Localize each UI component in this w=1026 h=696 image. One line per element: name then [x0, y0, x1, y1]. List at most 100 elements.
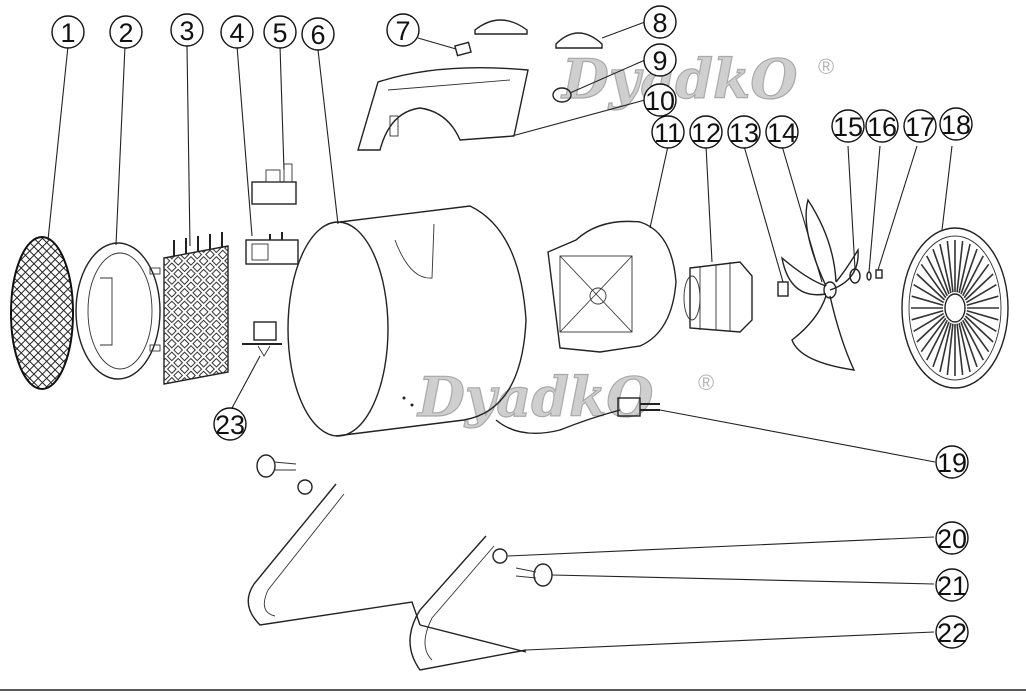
part-20-washer-right [492, 548, 508, 564]
callout-label: 11 [654, 118, 682, 148]
callout-label: 20 [937, 524, 967, 554]
callout-circle [939, 107, 973, 141]
callout-16: 16 [865, 109, 899, 143]
callout-1: 1 [51, 15, 85, 49]
grille-spoke [916, 315, 946, 343]
callout-23: 23 [213, 407, 247, 441]
grille-spoke [966, 295, 999, 306]
callout-label: 13 [729, 118, 759, 148]
grille-spoke [964, 273, 994, 301]
grille-spoke [958, 243, 971, 294]
watermark-registered-mark: ® [818, 54, 834, 79]
grille-spoke [926, 255, 948, 297]
part-17-nut [875, 269, 883, 279]
grille-spoke [956, 240, 964, 293]
callout-circle [689, 115, 723, 149]
callout-12: 12 [689, 115, 723, 149]
callout-17: 17 [903, 109, 937, 143]
grille-spoke [962, 319, 984, 361]
part-18-rear-grille [901, 227, 1009, 389]
watermark-text: DyadkO [416, 365, 653, 429]
part-4-switch [245, 232, 299, 265]
grille-spoke [966, 310, 999, 321]
part-1-mesh-grille [10, 236, 74, 390]
callout-18: 18 [939, 107, 973, 141]
callout-circle [865, 109, 899, 143]
callout-circle [903, 109, 937, 143]
callout-3: 3 [170, 13, 204, 47]
part-21-stand-screw-right [515, 563, 553, 587]
grille-spoke [932, 248, 950, 295]
callout-13: 13 [727, 115, 761, 149]
callout-label: 15 [833, 112, 863, 142]
callout-label: 18 [941, 110, 971, 140]
callout-22: 22 [935, 615, 969, 649]
callout-label: 22 [937, 618, 967, 648]
part-21-stand-screw-left [256, 454, 297, 478]
callout-circle [935, 521, 969, 555]
callout-label: 21 [937, 571, 967, 601]
callout-circle [51, 15, 85, 49]
callout-8: 8 [643, 5, 677, 39]
callout-circle [831, 109, 865, 143]
callout-10: 10 [643, 83, 677, 117]
callout-11: 11 [651, 115, 685, 149]
part-5-thermostat [251, 163, 297, 205]
grille-spoke [960, 248, 978, 295]
grille-spoke [920, 317, 947, 353]
callout-label: 10 [645, 86, 675, 116]
callout-label: 16 [867, 112, 897, 142]
callout-label: 4 [229, 18, 244, 48]
callout-5: 5 [263, 15, 297, 49]
part-8-lamp-cover [555, 32, 603, 49]
grille-spoke [960, 321, 978, 368]
callout-4: 4 [220, 15, 254, 49]
part-7-indicator-plug [454, 41, 472, 57]
grille-spoke [964, 315, 994, 343]
callout-circle [935, 615, 969, 649]
callout-14: 14 [765, 115, 799, 149]
watermark-top: DyadkO ® [559, 46, 834, 111]
part-9-knob [552, 87, 572, 103]
callout-label: 3 [179, 16, 194, 46]
callout-circle [263, 15, 297, 49]
grille-spoke [911, 310, 944, 321]
part-12-motor [683, 261, 753, 333]
part-13-clip [777, 281, 789, 297]
callout-circle [935, 568, 969, 602]
callout-label: 12 [691, 118, 721, 148]
callout-circle [935, 445, 969, 479]
part-22-stand-frame [247, 483, 527, 671]
grille-spoke [965, 312, 997, 332]
callout-circle [651, 115, 685, 149]
grille-spoke [911, 295, 944, 306]
callout-21: 21 [935, 568, 969, 602]
watermark-text: DyadkO [560, 47, 797, 111]
callout-circle [386, 13, 420, 47]
callout-2: 2 [109, 15, 143, 49]
callout-label: 5 [272, 18, 287, 48]
callout-label: 19 [937, 448, 967, 478]
watermark-registered-mark: ® [698, 370, 714, 395]
callout-15: 15 [831, 109, 865, 143]
callout-circle [765, 115, 799, 149]
part-20-washer-left [297, 479, 313, 495]
grille-spoke [939, 322, 952, 373]
callout-7: 7 [386, 13, 420, 47]
callout-circle [170, 13, 204, 47]
callout-label: 17 [905, 112, 935, 142]
callout-label: 2 [118, 18, 133, 48]
part-7-lamp-cap [474, 19, 528, 35]
callout-circle [727, 115, 761, 149]
callout-label: 14 [767, 118, 797, 148]
grille-spoke [963, 263, 990, 299]
callout-label: 1 [60, 18, 75, 48]
grille-spoke [932, 321, 950, 368]
grille-spoke [958, 322, 971, 373]
grille-spoke [946, 323, 954, 376]
callout-20: 20 [935, 521, 969, 555]
callout-label: 23 [215, 410, 245, 440]
grille-spoke [916, 273, 946, 301]
